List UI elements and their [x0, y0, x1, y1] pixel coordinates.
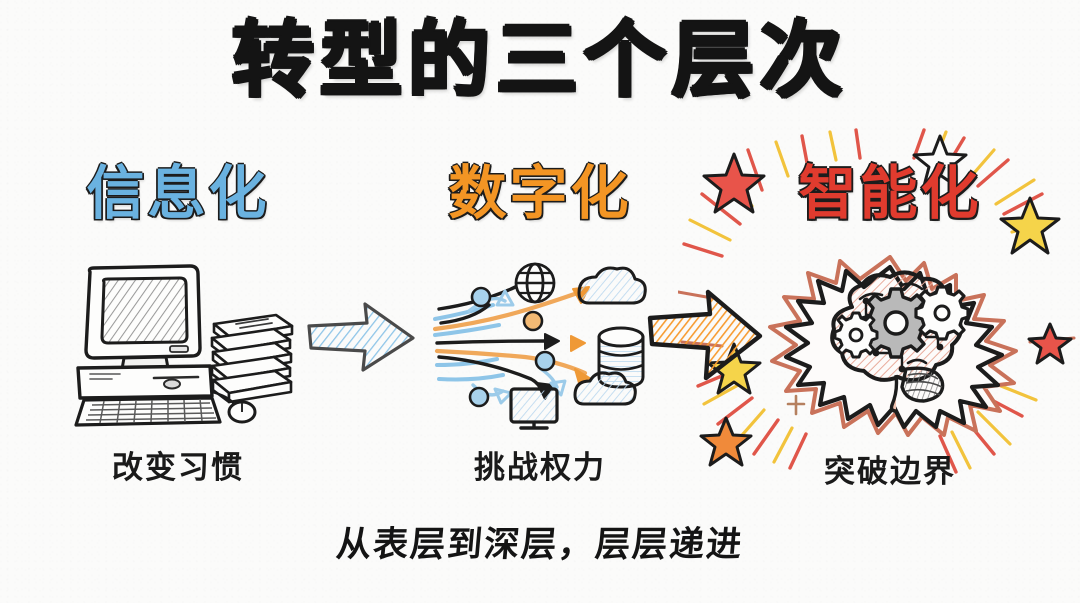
cloud-icon: [573, 370, 637, 405]
flow-arrow-icon: [432, 288, 587, 375]
connector-arrow-info-to-data: [305, 296, 417, 385]
brain-with-gears-icon: [768, 254, 1018, 437]
stage-column-intelligentization: 智能化: [740, 150, 1040, 510]
data-flow-network-icon: [432, 262, 647, 430]
stage-heading-informatization: 信息化: [86, 159, 270, 227]
crt-computer-icon: [74, 263, 294, 427]
cloud-icon: [577, 266, 647, 304]
illustration-crt-computer: [28, 258, 328, 433]
stage-column-informatization: 信息化: [28, 150, 328, 510]
illustration-brain-with-gears: [740, 254, 1040, 437]
keyboard-icon: [74, 395, 222, 427]
illustration-data-flow: [390, 258, 690, 433]
stage-caption-informatization: 改变习惯: [112, 450, 244, 486]
stage-column-digitalization: 数字化: [390, 150, 690, 510]
stage-caption-intelligentization: 突破边界: [824, 454, 956, 490]
globe-icon: [514, 262, 555, 303]
tagline: 从表层到深层，层层递进: [334, 525, 745, 565]
paper-stack-icon: [210, 313, 294, 403]
crt-monitor-icon: [84, 263, 202, 360]
stage-heading-digitalization: 数字化: [448, 159, 632, 227]
mouse-icon: [211, 390, 257, 423]
right-arrow-icon: [647, 289, 763, 381]
stage-heading-intelligentization: 智能化: [798, 159, 982, 227]
stage-caption-digitalization: 挑战权力: [474, 450, 606, 486]
gear-icon: [833, 284, 970, 359]
computer-tower-icon: [76, 363, 214, 400]
node-dot-icon: [468, 286, 555, 407]
page-title: 转型的三个层次: [231, 13, 848, 108]
monitor-icon: [508, 386, 559, 430]
right-arrow-icon: [307, 302, 415, 372]
connector-arrow-data-to-intel: [646, 286, 764, 389]
